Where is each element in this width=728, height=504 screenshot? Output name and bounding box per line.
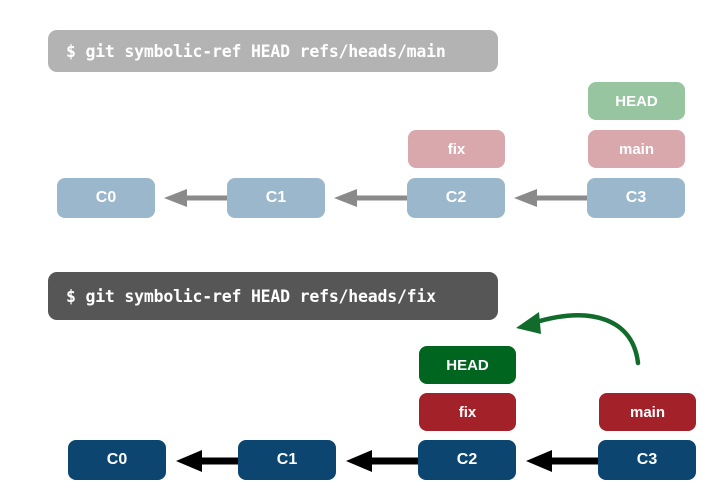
command-bar-after: $ git symbolic-ref HEAD refs/heads/fix (48, 272, 498, 320)
commit-node-c2-before[interactable]: C2 (407, 178, 505, 218)
commit-node-c1-before[interactable]: C1 (227, 178, 325, 218)
arrow-c2-to-c1 (330, 188, 410, 208)
commit-node-c1-after[interactable]: C1 (238, 440, 336, 480)
commit-node-c3-after[interactable]: C3 (598, 440, 696, 480)
commit-node-c0-after[interactable]: C0 (68, 440, 166, 480)
arrow-c3-to-c2-after (522, 450, 600, 472)
arrow-c3-to-c2 (510, 188, 590, 208)
commit-node-c0-before[interactable]: C0 (57, 178, 155, 218)
branch-label-main-before[interactable]: main (588, 130, 685, 168)
head-move-arrow-icon (505, 285, 655, 370)
branch-label-fix-after[interactable]: fix (419, 393, 516, 431)
commit-node-c2-after[interactable]: C2 (418, 440, 516, 480)
arrow-c2-to-c1-after (342, 450, 420, 472)
branch-label-main-after[interactable]: main (599, 393, 696, 431)
branch-label-fix-before[interactable]: fix (408, 130, 505, 168)
command-bar-before: $ git symbolic-ref HEAD refs/heads/main (48, 30, 498, 72)
head-label-after[interactable]: HEAD (419, 346, 516, 384)
commit-node-c3-before[interactable]: C3 (587, 178, 685, 218)
head-label-before[interactable]: HEAD (588, 82, 685, 120)
